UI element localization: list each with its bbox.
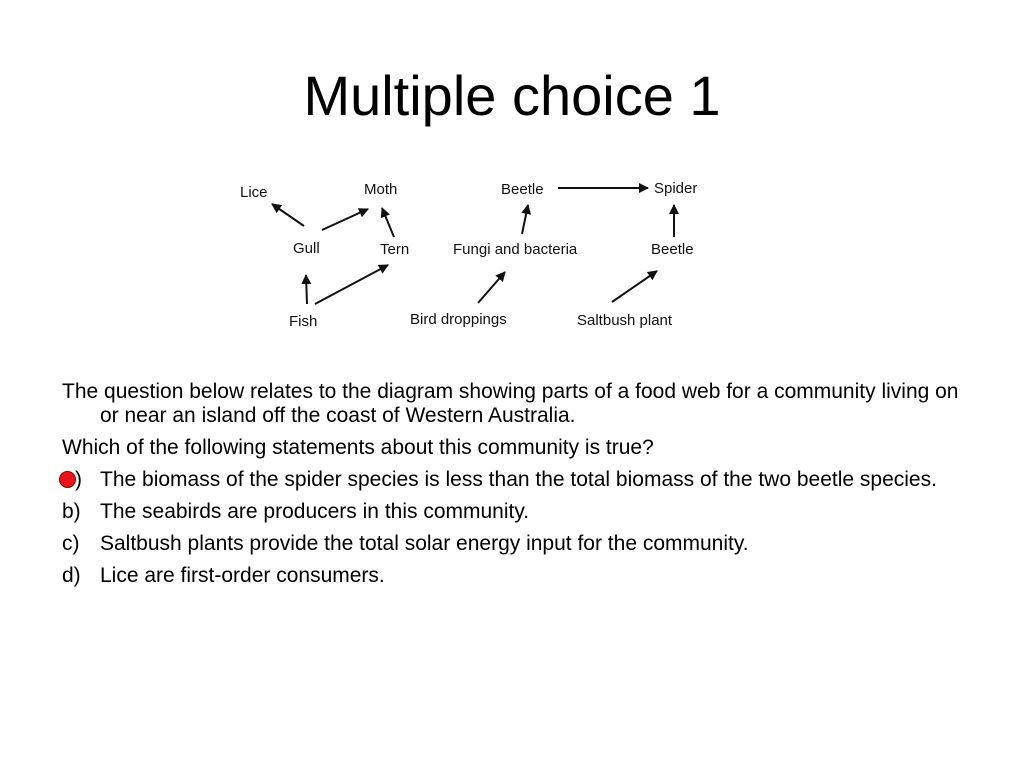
node-fungi-bacteria: Fungi and bacteria (453, 241, 578, 258)
node-beetle-bottom: Beetle (651, 241, 694, 258)
option-c[interactable]: c) Saltbush plants provide the total sol… (62, 532, 962, 556)
node-fish: Fish (289, 313, 317, 330)
node-bird-droppings: Bird droppings (410, 311, 507, 328)
node-spider: Spider (654, 180, 697, 197)
option-a[interactable]: ) The biomass of the spider species is l… (59, 468, 962, 492)
slide-title: Multiple choice 1 (303, 64, 721, 127)
node-saltbush-plant: Saltbush plant (577, 312, 673, 329)
arrow-fungi-to-beetle (521, 204, 532, 235)
option-a-letter: ) (59, 468, 100, 492)
option-b-letter: b) (62, 500, 81, 523)
option-a-text: The biomass of the spider species is les… (100, 468, 937, 491)
selected-answer-marker (59, 471, 76, 488)
arrow-gull-to-lice (271, 203, 305, 227)
node-tern: Tern (380, 241, 409, 258)
arrow-tern-to-moth (380, 207, 395, 238)
question-prompt: Which of the following statements about … (62, 436, 654, 459)
node-lice: Lice (240, 184, 268, 201)
option-c-text: Saltbush plants provide the total solar … (100, 532, 749, 555)
question-body: The question below relates to the diagra… (59, 380, 962, 596)
option-b-text: The seabirds are producers in this commu… (100, 500, 530, 523)
node-moth: Moth (364, 181, 397, 198)
arrow-gull-to-moth (321, 208, 369, 231)
arrow-saltbush-to-beetle (611, 270, 658, 303)
option-d[interactable]: d) Lice are first-order consumers. (62, 564, 962, 588)
option-c-letter: c) (62, 532, 80, 555)
node-gull: Gull (293, 240, 320, 257)
option-d-text: Lice are first-order consumers. (100, 564, 385, 587)
arrow-droppings-to-fungi (477, 271, 506, 304)
arrow-fish-to-tern (314, 264, 389, 305)
option-b[interactable]: b) The seabirds are producers in this co… (62, 500, 962, 524)
question-intro: The question below relates to the diagra… (62, 380, 959, 427)
node-beetle-top: Beetle (501, 181, 544, 198)
option-d-letter: d) (62, 564, 81, 587)
arrow-fish-to-gull (301, 274, 312, 305)
